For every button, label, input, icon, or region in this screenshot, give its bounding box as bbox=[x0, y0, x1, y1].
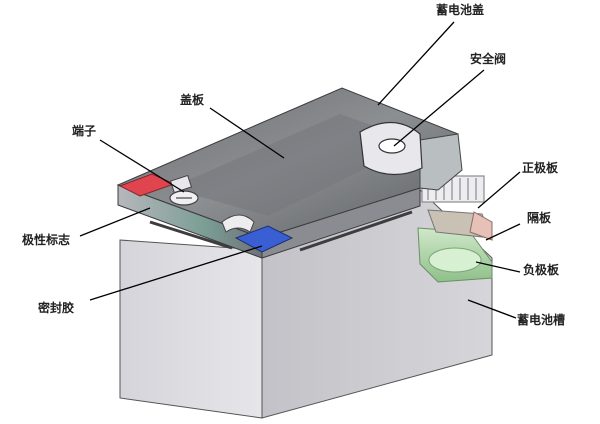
leader-lid-plate bbox=[209, 107, 285, 159]
leader-negative-plate bbox=[475, 261, 521, 273]
leader-cover bbox=[377, 21, 455, 106]
leader-separator bbox=[485, 223, 521, 241]
label-positive-plate: 正极板 bbox=[522, 160, 559, 175]
leader-lines bbox=[79, 21, 521, 319]
container-front-face bbox=[119, 239, 263, 419]
negative-plate-highlight bbox=[428, 247, 482, 273]
leader-polarity-mark bbox=[79, 207, 151, 237]
lid-cutaway bbox=[419, 133, 463, 191]
label-safety-valve: 安全阀 bbox=[470, 51, 506, 66]
label-container: 蓄电池槽 bbox=[517, 312, 565, 327]
leader-sealant bbox=[89, 245, 263, 301]
terminal-post bbox=[169, 174, 199, 206]
label-polarity-mark: 极性标志 bbox=[22, 232, 70, 247]
label-terminal: 端子 bbox=[72, 123, 96, 138]
label-cover: 蓄电池盖 bbox=[436, 2, 484, 17]
leader-terminal bbox=[99, 139, 185, 193]
lid-slot-side bbox=[299, 210, 413, 252]
positive-plate bbox=[469, 211, 493, 241]
label-negative-plate: 负极板 bbox=[523, 262, 560, 277]
lid-inner-panel bbox=[170, 114, 420, 216]
negative-polarity-marker bbox=[234, 225, 294, 253]
label-sealant: 密封胶 bbox=[38, 300, 74, 315]
diagram-labels: 蓄电池盖 安全阀 盖板 端子 正极板 隔板 极性标志 负极板 密封胶 蓄电池槽 bbox=[22, 2, 565, 327]
label-separator: 隔板 bbox=[527, 210, 552, 225]
leader-safety-valve bbox=[393, 69, 485, 147]
terminal-post-negative bbox=[221, 214, 255, 233]
leader-container bbox=[467, 299, 517, 319]
leader-positive-plate bbox=[477, 171, 521, 209]
label-lid-plate: 盖板 bbox=[180, 92, 205, 107]
battery-container bbox=[119, 175, 493, 419]
lid-slot-front bbox=[149, 220, 233, 250]
